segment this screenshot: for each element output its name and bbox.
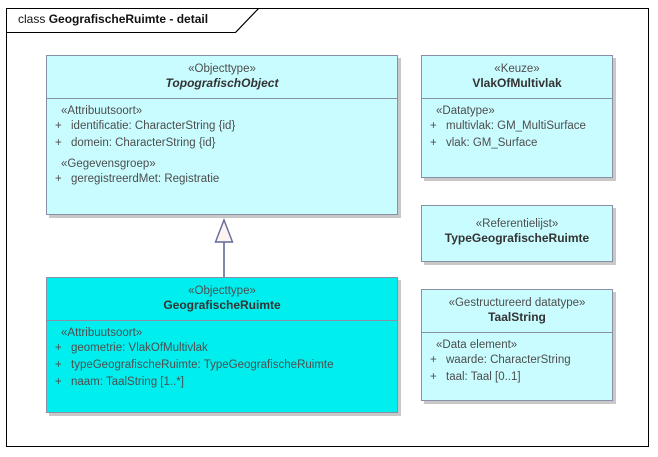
- class-name: VlakOfMultivlak: [472, 76, 562, 91]
- attribute-visibility: +: [430, 354, 437, 367]
- class-name: GeografischeRuimte: [163, 298, 281, 313]
- generalization-arrow-icon: [214, 218, 234, 282]
- class-box-topografisch-object[interactable]: «Objecttype» TopografischObject «Attribu…: [46, 55, 398, 215]
- diagram-title: class GeografischeRuimte - detail: [18, 12, 208, 26]
- attribute-visibility: +: [55, 375, 62, 388]
- class-name: TopografischObject: [165, 76, 279, 91]
- class-stereotype: «Referentielijst»: [475, 218, 559, 230]
- attribute-group-stereotype: «Gegevensgroep»: [61, 157, 156, 170]
- attribute-text: typeGeografischeRuimte: TypeGeografische…: [71, 359, 334, 372]
- attribute-text: domein: CharacterString {id}: [71, 137, 216, 150]
- class-header-type-geografische-ruimte: «Referentielijst» TypeGeografischeRuimte: [422, 206, 612, 253]
- attribute-row[interactable]: + domein: CharacterString {id}: [51, 135, 393, 152]
- generalization-connector[interactable]: [210, 215, 238, 282]
- attribute-row[interactable]: + multivlak: GM_MultiSurface: [426, 118, 608, 135]
- class-body-geografische-ruimte: «Attribuutsoort» + geometrie: VlakOfMult…: [47, 321, 397, 396]
- attribute-text: multivlak: GM_MultiSurface: [446, 120, 586, 133]
- class-body-topografisch-object: «Attribuutsoort» + identificatie: Charac…: [47, 99, 397, 193]
- attribute-visibility: +: [55, 137, 62, 150]
- class-box-taal-string[interactable]: «Gestructureerd datatype» TaalString «Da…: [421, 289, 613, 401]
- class-stereotype: «Objecttype»: [188, 285, 256, 297]
- class-box-type-geografische-ruimte[interactable]: «Referentielijst» TypeGeografischeRuimte: [421, 205, 613, 262]
- diagram-title-tab: class GeografischeRuimte - detail: [6, 8, 259, 33]
- class-stereotype: «Objecttype»: [188, 63, 256, 75]
- attribute-text: identificatie: CharacterString {id}: [71, 120, 236, 133]
- attribute-text: waarde: CharacterString: [446, 354, 571, 367]
- attribute-row[interactable]: + typeGeografischeRuimte: TypeGeografisc…: [51, 357, 393, 374]
- attribute-group-stereotype: «Attribuutsoort»: [61, 105, 143, 118]
- attribute-group-stereotype: «Data element»: [436, 339, 518, 352]
- attribute-text: geometrie: VlakOfMultivlak: [71, 342, 208, 355]
- attribute-group-stereotype: «Attribuutsoort»: [61, 327, 143, 340]
- diagram-title-keyword: class: [18, 12, 46, 26]
- attribute-visibility: +: [55, 359, 62, 372]
- class-body-taal-string: «Data element» + waarde: CharacterString…: [422, 333, 612, 391]
- class-box-geografische-ruimte[interactable]: «Objecttype» GeografischeRuimte «Attribu…: [46, 277, 398, 413]
- attribute-row[interactable]: + identificatie: CharacterString {id}: [51, 118, 393, 135]
- class-header-taal-string: «Gestructureerd datatype» TaalString: [422, 290, 612, 334]
- attribute-visibility: +: [55, 120, 62, 133]
- attribute-text: vlak: GM_Surface: [446, 137, 538, 150]
- attribute-row[interactable]: + vlak: GM_Surface: [426, 135, 608, 152]
- class-name: TaalString: [488, 310, 546, 325]
- class-header-vlak-of-multivlak: «Keuze» VlakOfMultivlak: [422, 56, 612, 100]
- attribute-row[interactable]: + geregistreerdMet: Registratie: [51, 171, 393, 188]
- attribute-visibility: +: [430, 137, 437, 150]
- attribute-text: geregistreerdMet: Registratie: [71, 172, 220, 185]
- attribute-visibility: +: [430, 371, 437, 384]
- attribute-text: taal: Taal [0..1]: [446, 371, 521, 384]
- attribute-visibility: +: [55, 342, 62, 355]
- class-header-topografisch-object: «Objecttype» TopografischObject: [47, 56, 397, 100]
- attribute-visibility: +: [430, 120, 437, 133]
- attribute-row[interactable]: + taal: Taal [0..1]: [426, 369, 608, 386]
- class-name: TypeGeografischeRuimte: [444, 231, 590, 246]
- attribute-row[interactable]: + geometrie: VlakOfMultivlak: [51, 340, 393, 357]
- class-stereotype: «Keuze»: [494, 63, 540, 75]
- class-header-geografische-ruimte: «Objecttype» GeografischeRuimte: [47, 278, 397, 322]
- class-body-vlak-of-multivlak: «Datatype» + multivlak: GM_MultiSurface …: [422, 99, 612, 157]
- diagram-title-name: GeografischeRuimte - detail: [48, 12, 209, 26]
- attribute-row[interactable]: + waarde: CharacterString: [426, 352, 608, 369]
- attribute-group-stereotype: «Datatype»: [436, 105, 495, 118]
- class-stereotype: «Gestructureerd datatype»: [448, 297, 586, 309]
- diagram-title-tab-shape: [6, 8, 259, 33]
- class-box-vlak-of-multivlak[interactable]: «Keuze» VlakOfMultivlak «Datatype» + mul…: [421, 55, 613, 178]
- attribute-text: naam: TaalString [1..*]: [71, 375, 184, 388]
- attribute-visibility: +: [55, 172, 62, 185]
- attribute-row[interactable]: + naam: TaalString [1..*]: [51, 374, 393, 391]
